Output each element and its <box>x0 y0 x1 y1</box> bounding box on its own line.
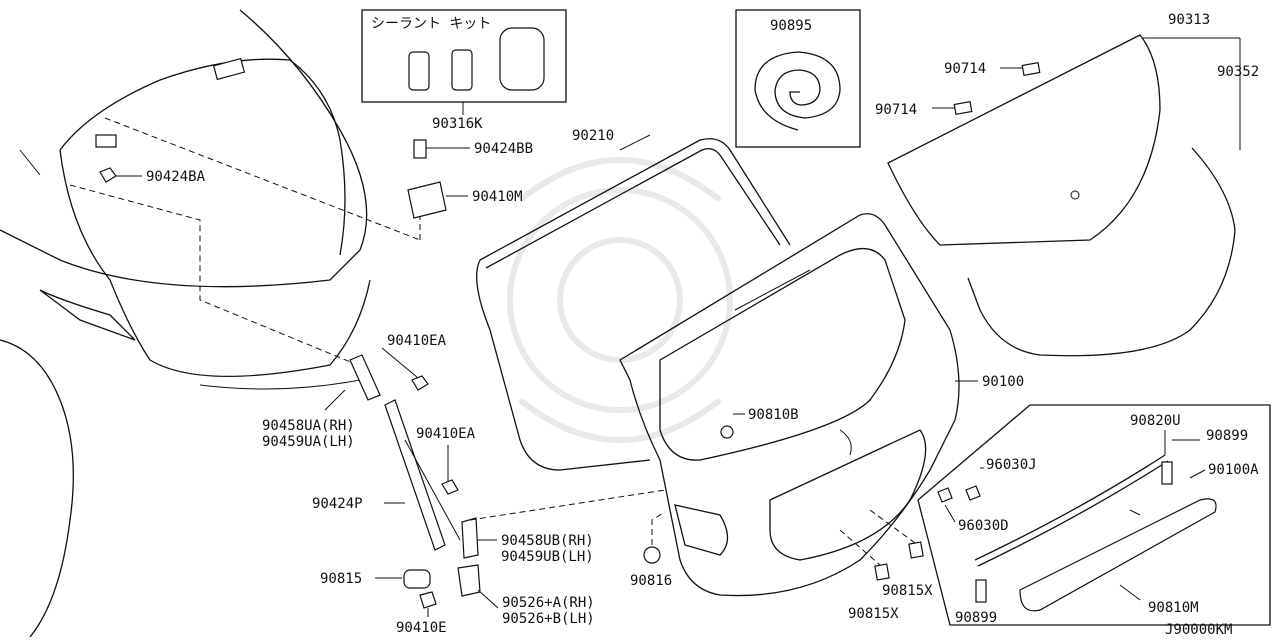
part-90820U: 90820U <box>1130 413 1181 429</box>
part-90459UA: 90459UA(LH) <box>262 434 355 450</box>
part-90458UB: 90458UB(RH) <box>501 533 594 549</box>
part-90316K: 90316K <box>432 116 483 132</box>
sealant-tube-small <box>408 51 430 91</box>
part-90815X-2: 90815X <box>848 606 899 622</box>
part-90714-b: 90714 <box>875 102 917 118</box>
back-door-panel: 90100 90810B <box>619 213 1024 597</box>
sealant-kit-label: シーラント キット <box>371 16 491 32</box>
vehicle-body-outline <box>0 9 371 638</box>
clips: 96030J 96030D 90815X 90815X <box>839 457 1037 622</box>
hinge-assembly: 90424BB 90410M 90424BA <box>99 139 533 219</box>
part-90100A: 90100A <box>1208 462 1259 478</box>
part-90424BA: 90424BA <box>146 169 206 185</box>
weatherstrip: 90210 <box>476 128 791 471</box>
stay-assembly: 90410EA 90458UA(RH) 90459UA(LH) 90410EA … <box>262 333 666 565</box>
part-90895: 90895 <box>770 18 812 34</box>
part-90458UA: 90458UA(RH) <box>262 418 355 434</box>
part-90313: 90313 <box>1168 12 1210 28</box>
part-90810B: 90810B <box>748 407 799 423</box>
part-90899-a: 90899 <box>1206 428 1248 444</box>
diagram-code: J90000KM <box>1165 622 1232 637</box>
part-90424P: 90424P <box>312 496 363 512</box>
finisher-box: 90820U 90899 90100A 90899 90810M <box>917 404 1271 626</box>
lower-fasteners: 90815 90410E 90526+A(RH) 90526+B(LH) 908… <box>320 511 672 636</box>
sealant-primer-bottle <box>499 27 545 91</box>
part-90526A: 90526+A(RH) <box>502 595 595 611</box>
part-90815: 90815 <box>320 571 362 587</box>
part-90899-b: 90899 <box>955 610 997 626</box>
part-90816: 90816 <box>630 573 672 589</box>
part-90459UB: 90459UB(LH) <box>501 549 594 565</box>
part-90410EA-1: 90410EA <box>387 333 447 349</box>
part-90210: 90210 <box>572 128 614 144</box>
part-90714-a: 90714 <box>944 61 986 77</box>
part-90810M: 90810M <box>1148 600 1199 616</box>
part-90815X-1: 90815X <box>882 583 933 599</box>
part-90100: 90100 <box>982 374 1024 390</box>
part-96030J: 96030J <box>986 457 1037 473</box>
part-90424BB: 90424BB <box>474 141 533 157</box>
part-90526B: 90526+B(LH) <box>502 611 595 627</box>
sealant-kit-box: シーラント キット 90316K <box>361 9 567 132</box>
part-90410M: 90410M <box>472 189 523 205</box>
watermark-emblem <box>507 157 733 443</box>
part-90410EA-2: 90410EA <box>416 426 476 442</box>
part-90352: 90352 <box>1217 64 1259 80</box>
part-96030D: 96030D <box>958 518 1009 534</box>
part-90410E: 90410E <box>396 620 447 636</box>
sealant-tube-medium <box>451 49 473 91</box>
tape-roll-box: 90895 <box>735 9 861 148</box>
back-glass: 90313 90352 90714 90714 <box>875 12 1259 357</box>
